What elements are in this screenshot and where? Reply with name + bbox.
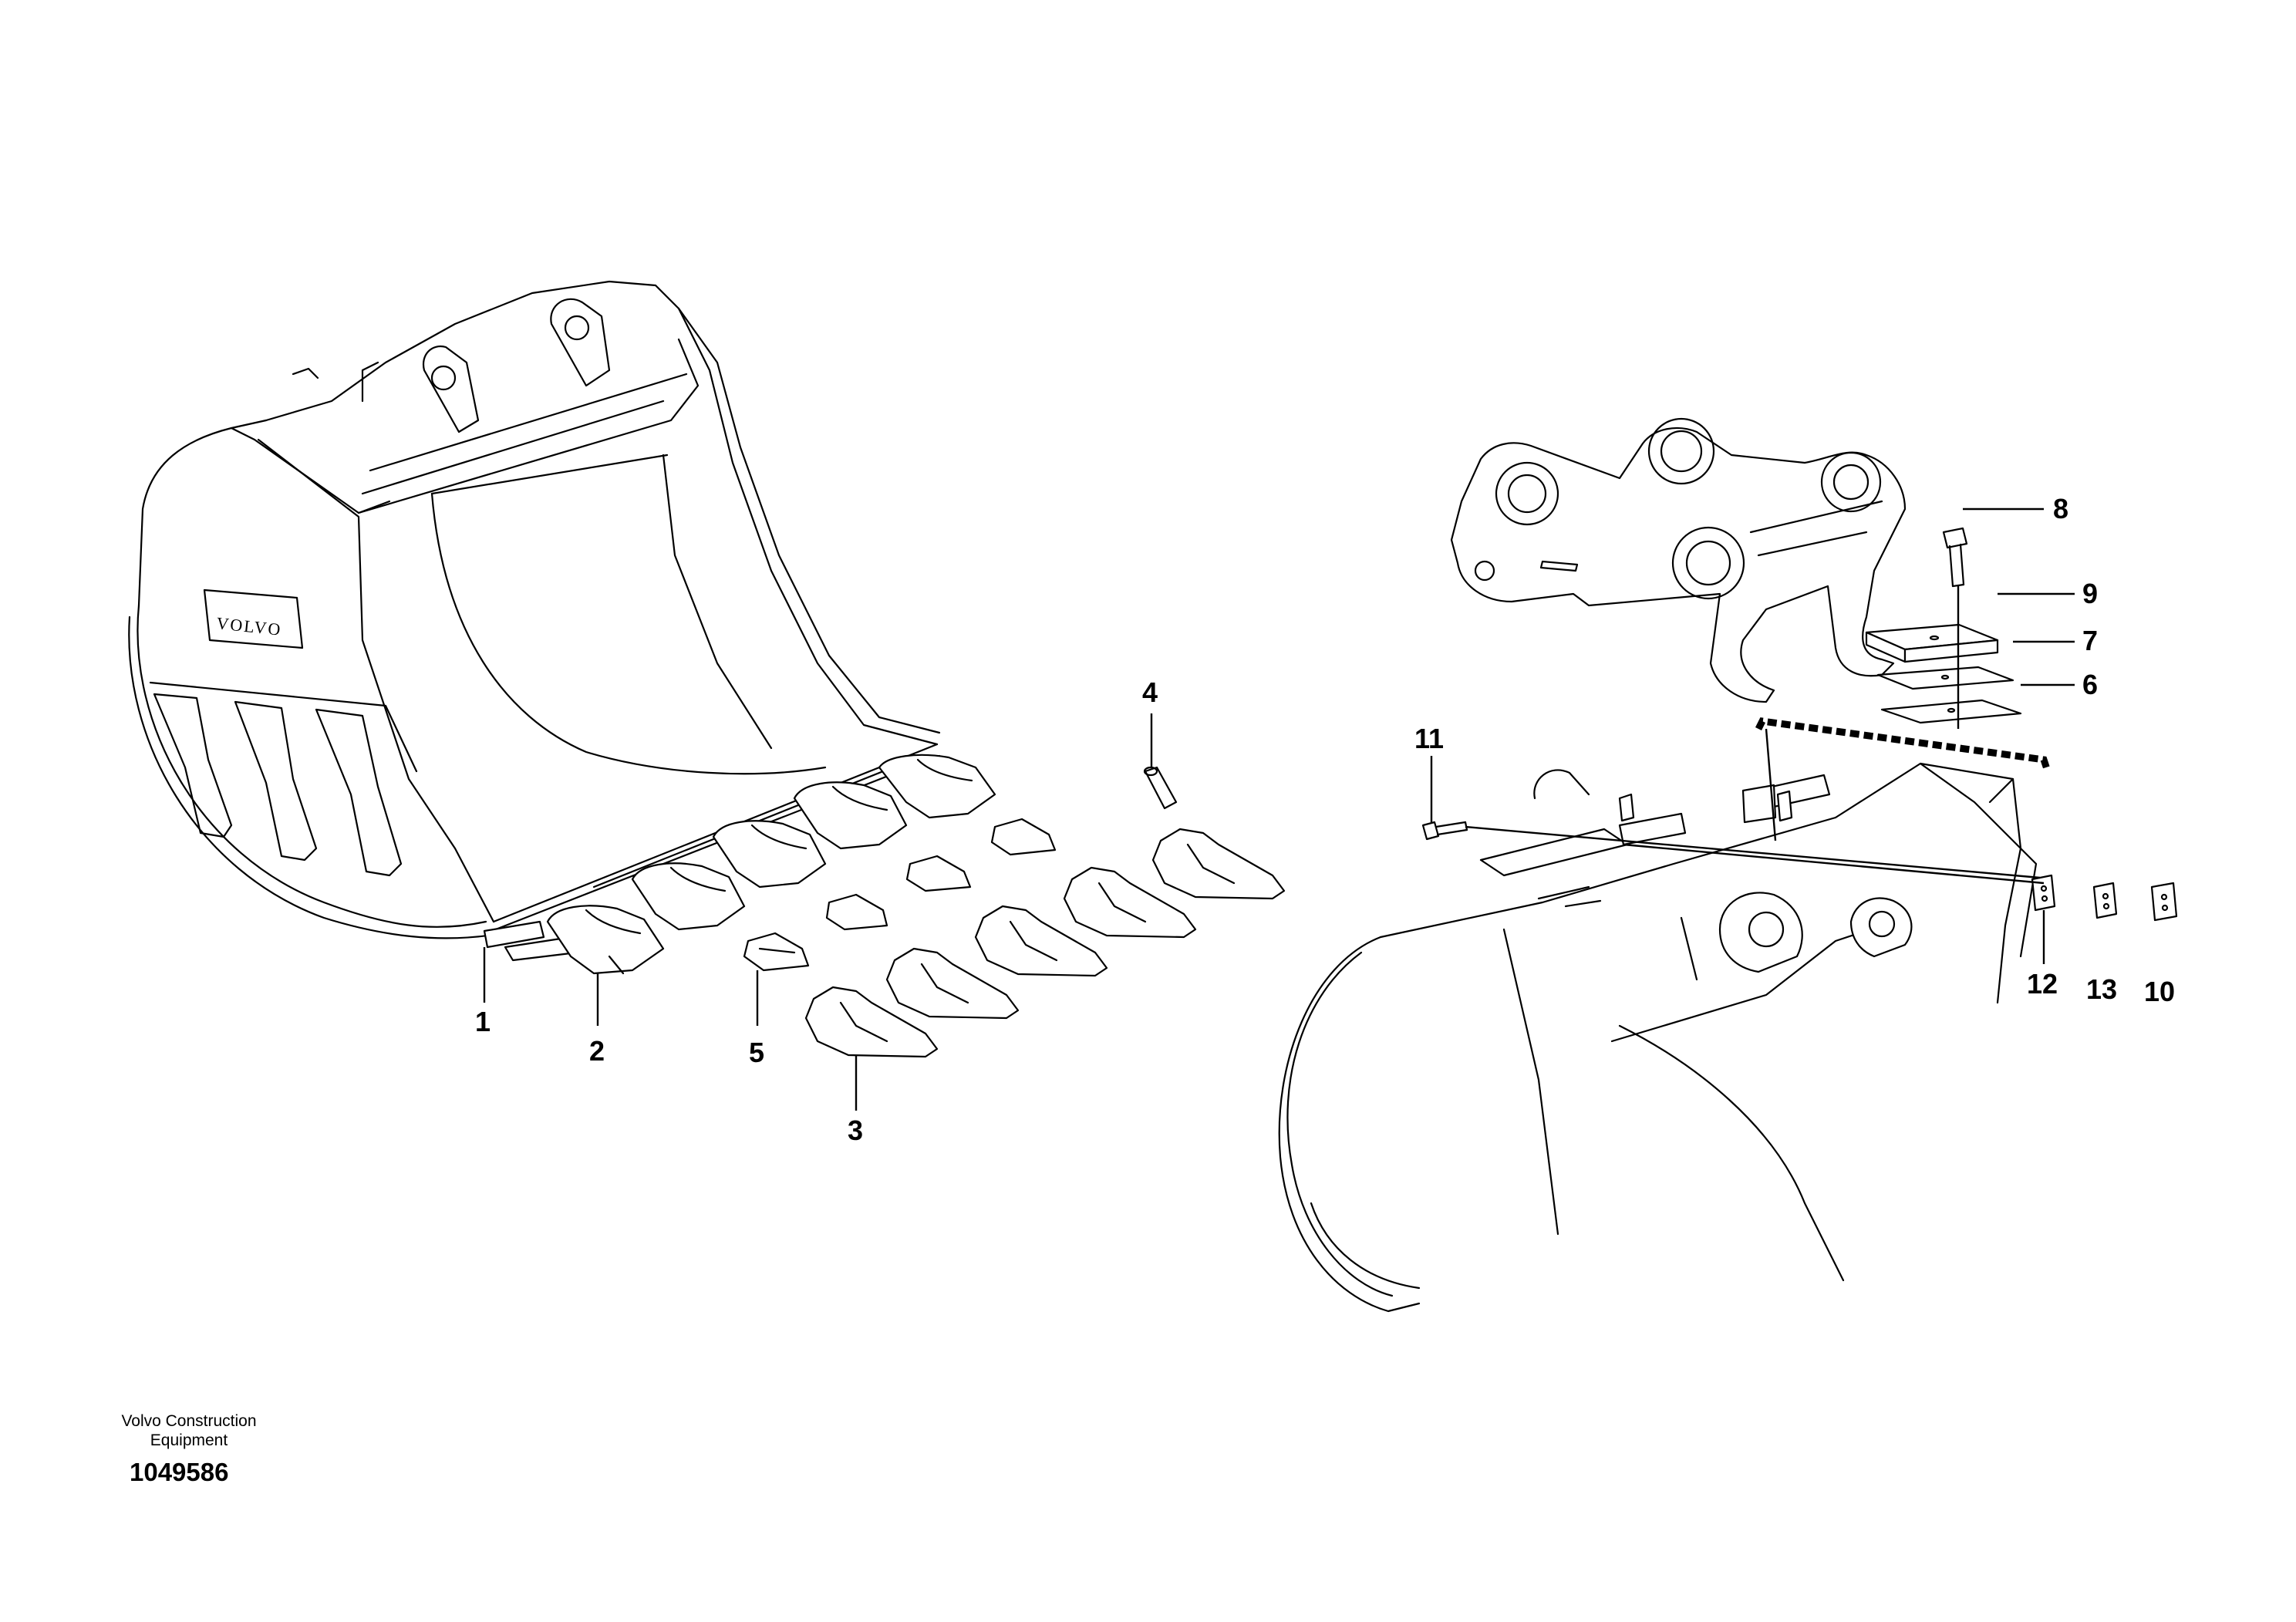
manufacturer-name-line2: Equipment [150,1431,228,1449]
adapter-b [712,820,827,889]
bolt-11 [1421,821,1468,841]
callout-labels: 1 2 3 4 5 6 7 8 9 10 11 12 13 [475,493,2175,1146]
washer-13 [2092,882,2118,919]
adapter-a [631,862,746,931]
bucket-logo-text: VOLVO [215,613,282,639]
shim-6 [1880,699,2022,724]
coupler-bracket [1450,417,1907,703]
callout-12: 12 [2027,968,2058,1000]
washer-10 [2150,882,2178,922]
callout-9: 9 [2082,578,2098,609]
callout-3: 3 [848,1114,863,1146]
part-1-side-cutter [483,920,545,949]
callout-10: 10 [2144,976,2175,1007]
callout-13: 13 [2086,973,2117,1005]
plate-9 [1865,623,1999,663]
adapter-c [793,781,908,850]
assembly-group-bracket [1755,717,2052,773]
adapter-2 [546,905,665,975]
callout-11: 11 [1414,723,1444,754]
illustration-number: 1049586 [130,1458,229,1486]
shim-7 [1876,666,2014,690]
callout-8: 8 [2053,493,2068,524]
adapter-d [878,754,996,819]
pin-4 [1143,766,1178,810]
callout-5: 5 [749,1037,764,1068]
leader-lines [483,508,2075,1111]
tooth-3 [804,986,939,1058]
callout-2: 2 [589,1035,605,1067]
callout-6: 6 [2082,669,2098,700]
manufacturer-name-line1: Volvo Construction [121,1412,257,1430]
bucket-right [1278,762,2038,1313]
lock-5 [743,932,810,972]
footer-block: Volvo Construction Equipment 1049586 [100,1411,278,1487]
callout-1: 1 [475,1006,491,1037]
bolt-8 [1942,527,1968,588]
teeth-group [546,754,1286,1058]
callout-7: 7 [2082,625,2098,656]
callout-4: 4 [1142,676,1158,708]
washer-12 [2031,874,2056,912]
